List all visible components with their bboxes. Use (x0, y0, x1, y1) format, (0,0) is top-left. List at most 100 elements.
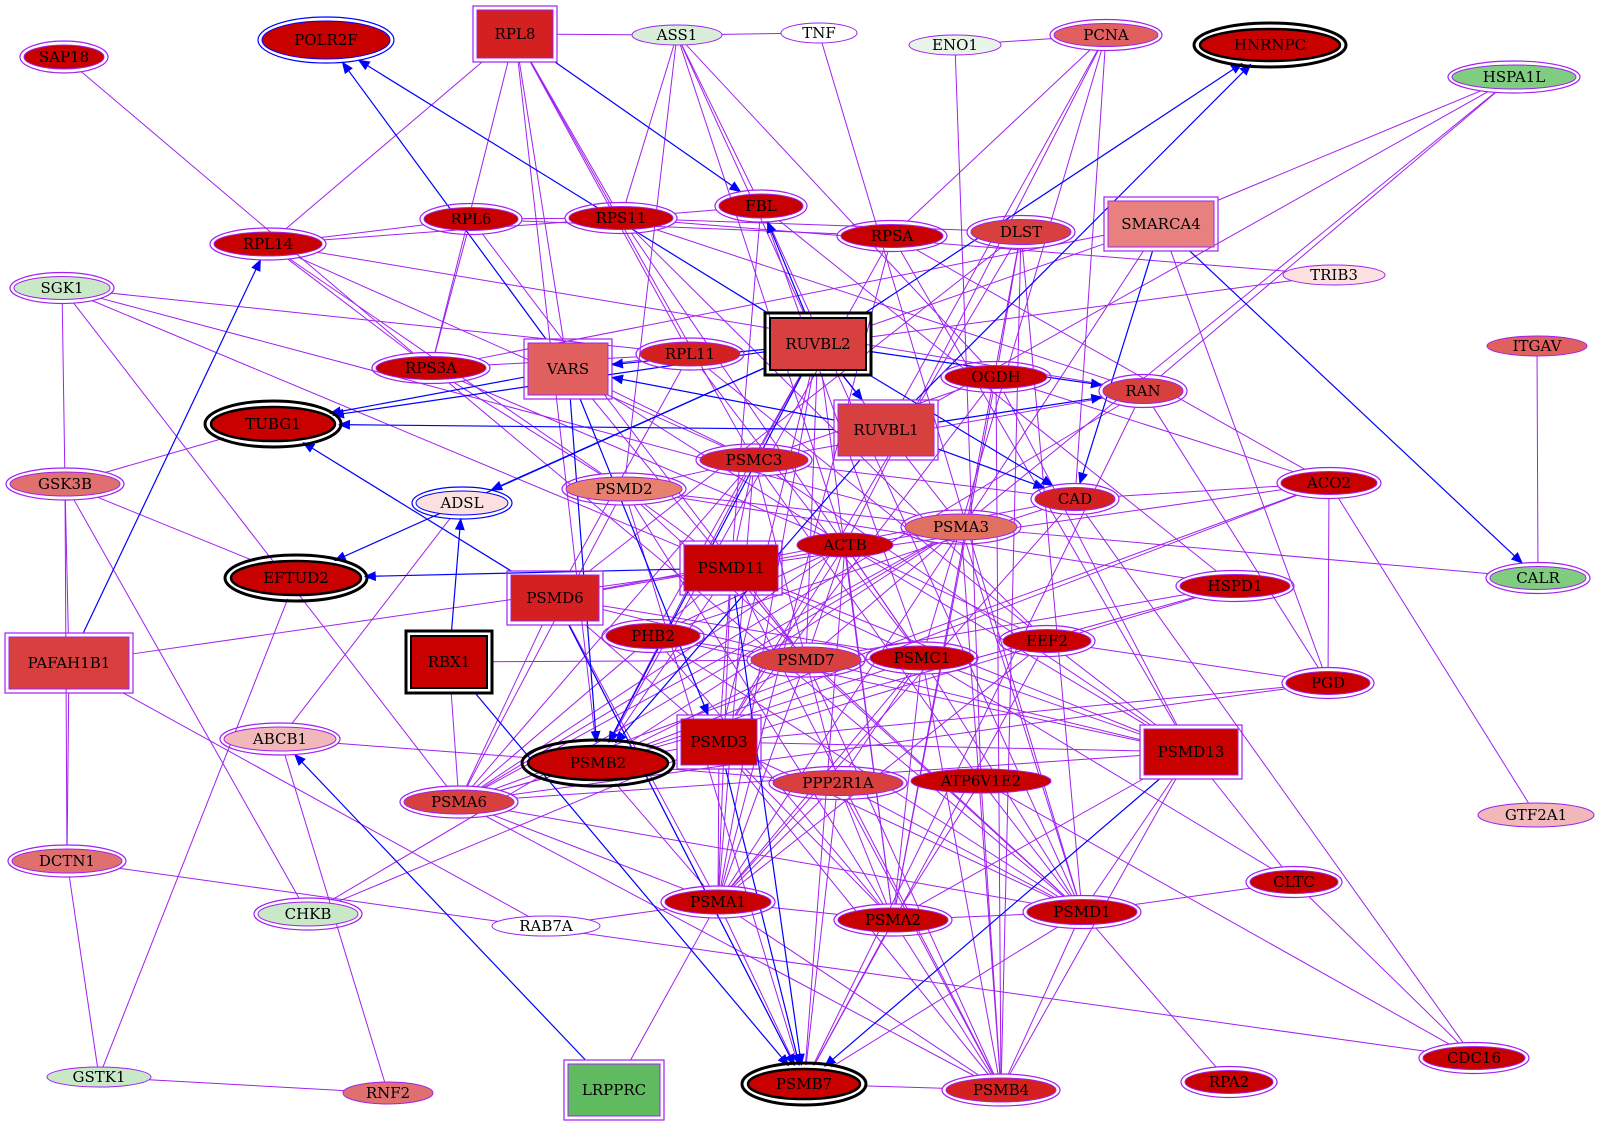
node-dlst[interactable]: DLST (966, 214, 1076, 250)
node-psma2[interactable]: PSMA2 (833, 903, 953, 937)
node-ring (1030, 482, 1120, 516)
node-psma6[interactable]: PSMA6 (399, 785, 519, 819)
node-ring (563, 1059, 665, 1121)
node-pgd[interactable]: PGD (1281, 666, 1375, 700)
node-label: RAN (1125, 382, 1160, 400)
node-hnrnpc[interactable]: HNRNPC (1192, 21, 1348, 69)
node-shape (1179, 574, 1291, 598)
node-psmd3[interactable]: PSMD3 (676, 714, 762, 770)
node-rpl6[interactable]: RPL6 (419, 202, 523, 236)
node-shape (423, 207, 519, 231)
node-rbx1[interactable]: RBX1 (404, 629, 494, 695)
node-gstk1[interactable]: GSTK1 (46, 1066, 152, 1088)
node-ppp2r1a[interactable]: PPP2R1A (768, 765, 908, 801)
node-rpl11[interactable]: RPL11 (635, 337, 745, 371)
node-psmd11[interactable]: PSMD11 (679, 540, 783, 596)
edge-PSMD2-PSMD11 (644, 503, 695, 542)
node-actb[interactable]: ACTB (796, 532, 894, 558)
node-cad[interactable]: CAD (1030, 482, 1120, 516)
node-rpsa[interactable]: RPSA (836, 219, 948, 253)
node-rab7a[interactable]: RAB7A (491, 915, 601, 937)
node-shape (796, 532, 894, 558)
node-ring (660, 885, 776, 919)
node-tnf[interactable]: TNF (780, 22, 858, 44)
node-eftud2[interactable]: EFTUD2 (223, 553, 369, 603)
node-rps3a[interactable]: RPS3A (371, 351, 491, 385)
node-rpl8[interactable]: RPL8 (472, 5, 558, 63)
node-eef2[interactable]: EEF2 (998, 624, 1096, 658)
node-ruvbl2[interactable]: RUVBL2 (763, 311, 873, 377)
edge-PCNA-RPSA (907, 49, 1091, 222)
node-ruvbl1[interactable]: RUVBL1 (833, 399, 939, 461)
node-fbl[interactable]: FBL (714, 189, 808, 223)
edge-PSMD11-PSMD3 (720, 594, 730, 716)
node-trib3[interactable]: TRIB3 (1282, 264, 1386, 286)
node-cltc[interactable]: CLTC (1245, 865, 1343, 899)
node-shape (904, 513, 1018, 541)
node-tubg1[interactable]: TUBG1 (203, 399, 343, 449)
node-psmc1[interactable]: PSMC1 (865, 641, 979, 675)
node-psmd6[interactable]: PSMD6 (506, 570, 604, 626)
node-cdc16[interactable]: CDC16 (1418, 1041, 1530, 1075)
node-psmd7[interactable]: PSMD7 (746, 642, 866, 678)
node-ring (1175, 569, 1295, 603)
node-label: RPL11 (665, 345, 715, 363)
node-aco2[interactable]: ACO2 (1276, 466, 1382, 500)
edge-PSMD2-PSMA3 (680, 494, 906, 522)
node-sgk1[interactable]: SGK1 (9, 271, 115, 305)
node-gtf2a1[interactable]: GTF2A1 (1477, 802, 1595, 828)
edge-PSMC1-CLTC (945, 672, 1272, 869)
node-psmb2[interactable]: PSMB2 (520, 738, 676, 788)
node-ass1[interactable]: ASS1 (631, 24, 723, 46)
node-ring (399, 785, 519, 819)
node-pafah1b1[interactable]: PAFAH1B1 (4, 632, 134, 694)
edge-TRIB3-RPS11 (674, 221, 1287, 272)
edge-PSMD13-PSMA2 (918, 778, 1144, 907)
node-eno1[interactable]: ENO1 (908, 34, 1002, 56)
node-vars[interactable]: VARS (523, 338, 613, 400)
node-lrpprc[interactable]: LRPPRC (563, 1059, 665, 1121)
node-adsl[interactable]: ADSL (411, 486, 513, 520)
node-psmd2[interactable]: PSMD2 (561, 472, 687, 506)
node-shape (229, 559, 363, 597)
edge-HSPA1L-PSMA3 (980, 91, 1496, 512)
node-rpa2[interactable]: RPA2 (1180, 1065, 1278, 1099)
edge-SMARCA4-RUVBL2 (869, 243, 1105, 327)
node-label: CDC16 (1447, 1049, 1501, 1067)
node-shape (683, 544, 779, 592)
node-rps11[interactable]: RPS11 (564, 201, 678, 235)
node-rpl14[interactable]: RPL14 (209, 227, 327, 261)
node-label: ATP6V1E2 (940, 772, 1022, 790)
node-psmd1[interactable]: PSMD1 (1022, 894, 1142, 930)
node-abcb1[interactable]: ABCB1 (219, 722, 341, 756)
node-smarca4[interactable]: SMARCA4 (1103, 196, 1219, 252)
node-sap18[interactable]: SAP18 (19, 40, 109, 74)
node-phb2[interactable]: PHB2 (601, 618, 705, 654)
edge-PPP2R1A-PSMA1 (733, 798, 823, 887)
node-dctn1[interactable]: DCTN1 (7, 844, 127, 878)
node-rnf2[interactable]: RNF2 (342, 1081, 434, 1105)
node-chkb[interactable]: CHKB (253, 897, 363, 931)
node-hspa1l[interactable]: HSPA1L (1447, 60, 1581, 94)
node-atp6v1e2[interactable]: ATP6V1E2 (910, 768, 1052, 794)
node-label: EEF2 (1026, 632, 1068, 650)
node-hspd1[interactable]: HSPD1 (1175, 569, 1295, 603)
node-ogdh[interactable]: OGDH (940, 360, 1052, 394)
node-calr[interactable]: CALR (1485, 561, 1591, 595)
edge-PSMC3-CAD (807, 465, 1034, 495)
node-itgav[interactable]: ITGAV (1486, 335, 1588, 357)
node-psmb4[interactable]: PSMB4 (941, 1073, 1061, 1107)
node-psma1[interactable]: PSMA1 (660, 885, 776, 919)
node-psma3[interactable]: PSMA3 (900, 509, 1022, 545)
node-psmb7[interactable]: PSMB7 (740, 1061, 868, 1107)
node-shape (699, 447, 809, 473)
node-psmc3[interactable]: PSMC3 (695, 443, 813, 477)
node-label: FBL (745, 197, 776, 215)
node-label: RPS11 (596, 209, 647, 227)
node-pcna[interactable]: PCNA (1049, 18, 1163, 52)
node-psmd13[interactable]: PSMD13 (1139, 724, 1243, 780)
node-gsk3b[interactable]: GSK3B (5, 467, 125, 501)
node-ran[interactable]: RAN (1098, 373, 1188, 409)
node-polr2f[interactable]: POLR2F (257, 16, 395, 64)
